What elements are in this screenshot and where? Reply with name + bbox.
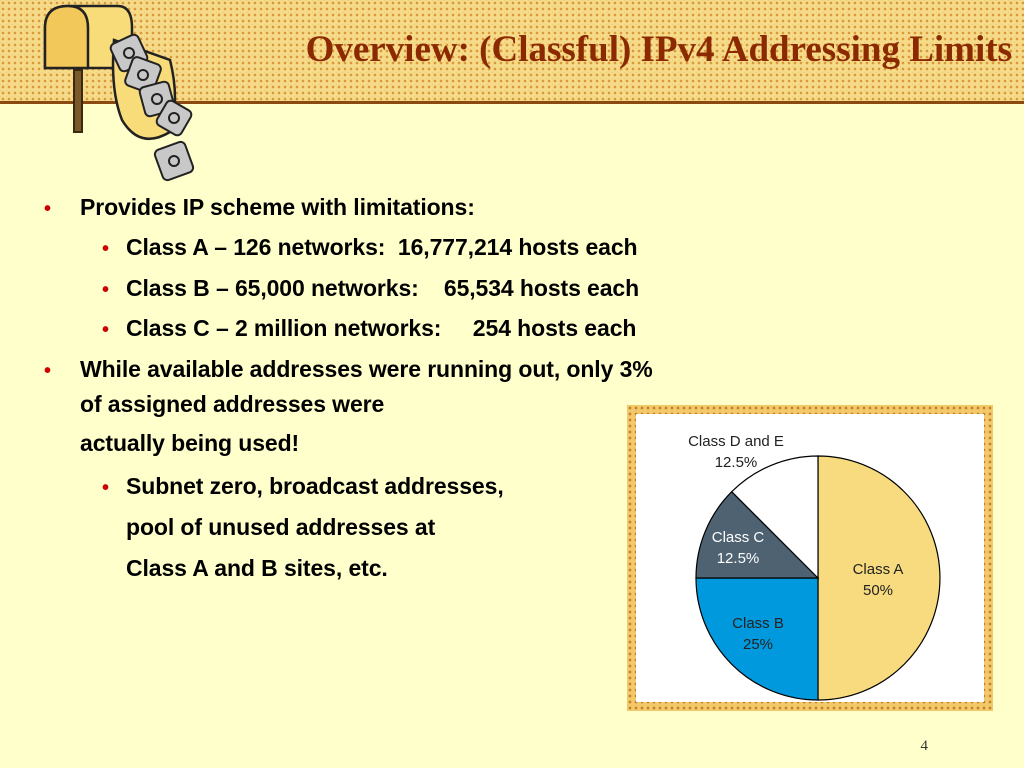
slide-title: Overview: (Classful) IPv4 Addressing Lim… bbox=[305, 29, 1012, 70]
pie-slice-class-a bbox=[817, 455, 941, 701]
bullet-text: Class B – 65,000 networks: 65,534 hosts … bbox=[126, 275, 640, 301]
bullet-text: While available addresses were running o… bbox=[80, 356, 653, 382]
slice-category-label: Class D and E bbox=[688, 433, 784, 450]
page-number: 4 bbox=[920, 738, 929, 754]
pie-slice-class-b bbox=[695, 577, 819, 701]
bullet-text: actually being used! bbox=[80, 430, 300, 456]
slice-value-label: 12.5% bbox=[717, 550, 760, 567]
mailbox-icon bbox=[43, 4, 195, 182]
bullet-marker: • bbox=[44, 360, 52, 382]
pie-chart: Class A 50% Class B 25% Class C 12.5% Class D … bbox=[688, 433, 941, 701]
bullet-marker: • bbox=[102, 319, 110, 341]
slice-value-label: 50% bbox=[863, 582, 893, 599]
bullet-marker: • bbox=[44, 198, 52, 220]
bullet-text: Class C – 2 million networks: 254 hosts … bbox=[126, 315, 637, 341]
bullet-text: Provides IP scheme with limitations: bbox=[80, 194, 475, 220]
slice-category-label: Class B bbox=[732, 615, 784, 632]
chart-frame: Class A 50% Class B 25% Class C 12.5% Class D … bbox=[627, 405, 993, 711]
bullet-marker: • bbox=[102, 477, 110, 499]
slice-category-label: Class C bbox=[712, 529, 765, 546]
bullet-text: Class A – 126 networks: 16,777,214 hosts… bbox=[126, 234, 638, 260]
slice-value-label: 25% bbox=[743, 636, 773, 653]
bullet-text: Subnet zero, broadcast addresses, bbox=[126, 473, 504, 499]
bullet-text: of assigned addresses were bbox=[80, 391, 385, 417]
pie-slice-class-c bbox=[695, 490, 820, 579]
pie-slice-class-d-and-e bbox=[730, 455, 819, 580]
bullet-marker: • bbox=[102, 279, 110, 301]
slice-category-label: Class A bbox=[853, 561, 904, 578]
chart-area: Class A 50% Class B 25% Class C 12.5% Class D … bbox=[636, 414, 984, 702]
bullet-marker: • bbox=[102, 238, 110, 260]
bullet-text: pool of unused addresses at bbox=[126, 514, 436, 540]
slice-value-label: 12.5% bbox=[715, 454, 758, 471]
bullet-text: Class A and B sites, etc. bbox=[126, 555, 388, 581]
